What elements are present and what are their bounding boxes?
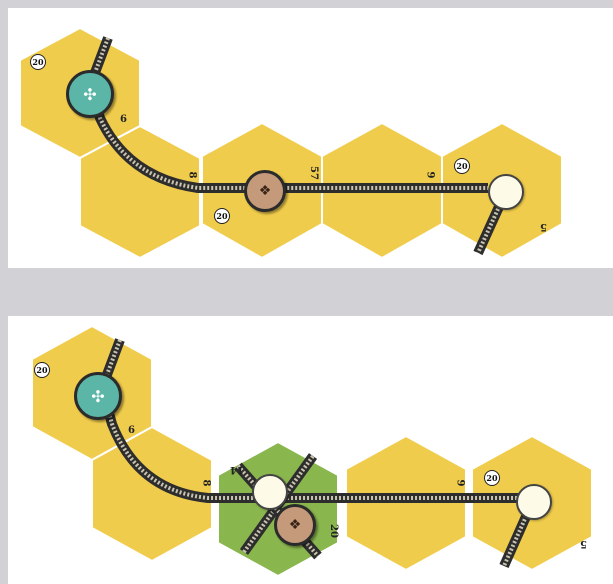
- company-token[interactable]: ❖: [244, 170, 286, 212]
- value-badge: 20: [484, 470, 500, 486]
- hex-label: 5: [540, 221, 547, 231]
- map-bottom-svg: [8, 316, 613, 584]
- crest-icon: ❖: [253, 179, 277, 203]
- value-badge: 20: [214, 208, 230, 224]
- empty-station-slot[interactable]: [488, 174, 524, 210]
- hex-label: 9: [454, 480, 464, 487]
- ornate-monogram-icon: ✣: [75, 79, 105, 109]
- value-badge: 20: [454, 158, 470, 174]
- hex-label: 6: [120, 115, 127, 125]
- hex-label: 14: [230, 464, 244, 474]
- value-badge: 20: [34, 362, 50, 378]
- hex-label: 57: [308, 166, 318, 180]
- hex-label: 6: [128, 426, 135, 436]
- empty-station-slot[interactable]: [516, 484, 552, 520]
- map-panel-top: 20 6 8 57 9 20 5 20 ✣ ❖: [8, 8, 613, 268]
- empty-station-slot[interactable]: [252, 474, 288, 510]
- hex-label: 5: [580, 538, 587, 548]
- value-badge: 20: [30, 54, 46, 70]
- hex-label: 9: [424, 172, 434, 179]
- company-token[interactable]: ❖: [274, 504, 316, 546]
- crest-icon: ❖: [283, 513, 307, 537]
- map-top-svg: [8, 8, 613, 268]
- hex-label: 8: [200, 480, 210, 487]
- map-panel-bottom: 20 6 8 14 20 9 20 5 ✣ ❖: [8, 316, 613, 584]
- hex-label: 8: [186, 172, 196, 179]
- hex-label: 20: [328, 524, 338, 538]
- city-station-token[interactable]: ✣: [74, 372, 122, 420]
- city-station-token[interactable]: ✣: [66, 70, 114, 118]
- ornate-monogram-icon: ✣: [83, 381, 113, 411]
